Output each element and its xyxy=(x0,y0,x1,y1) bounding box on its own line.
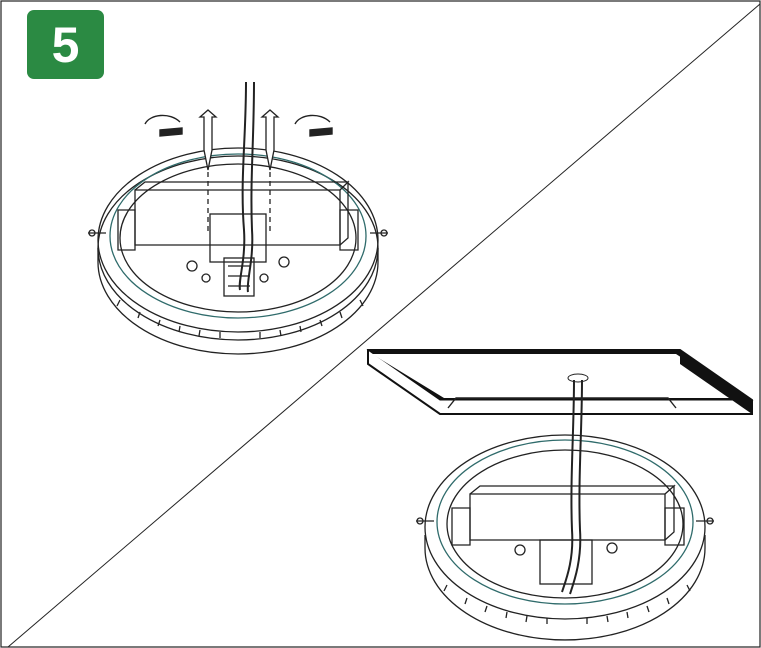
screw-right xyxy=(606,542,618,554)
fixture-side-wall xyxy=(97,248,379,355)
bracket-left xyxy=(117,209,136,251)
rotation-arrow-right xyxy=(294,114,333,137)
driver-box xyxy=(134,189,341,246)
screw-right xyxy=(278,256,290,268)
mounting-bracket xyxy=(447,397,677,409)
screwdriver-left xyxy=(198,109,218,232)
terminal-cover xyxy=(539,539,593,585)
fixture-inner-lip xyxy=(119,163,357,313)
rotate-counterclockwise-icon xyxy=(144,114,181,125)
fixture-top-view xyxy=(88,81,388,355)
power-cable-edge xyxy=(246,81,255,293)
arrow-head-left xyxy=(159,127,183,137)
screwdriver-icon xyxy=(198,109,218,171)
diagonal-divider xyxy=(7,3,761,648)
pin-head-left xyxy=(416,517,424,525)
pin-head-right xyxy=(706,517,714,525)
fixture-side-wall xyxy=(424,535,706,641)
fixture-outer-rim xyxy=(424,434,706,620)
driver-box-top xyxy=(469,484,676,541)
bracket-left xyxy=(451,507,471,546)
power-cable xyxy=(561,379,575,593)
screwdriver-right xyxy=(260,109,280,232)
fixture-inner-lip xyxy=(446,449,684,599)
screw-left xyxy=(514,544,526,556)
ceiling-slab xyxy=(366,349,754,415)
ceiling-hole xyxy=(567,373,589,383)
pin-head-right xyxy=(380,229,388,237)
rotate-counterclockwise-icon xyxy=(294,114,331,125)
bracket-right xyxy=(664,507,685,546)
ceiling-side xyxy=(680,350,752,414)
screwdriver-icon xyxy=(260,109,280,171)
rim-tick-marks xyxy=(443,584,691,624)
pin-head-left xyxy=(88,229,96,237)
terminal-block xyxy=(223,257,255,297)
fixture-inner-ring xyxy=(109,153,367,319)
fixture-inner-ring xyxy=(436,439,694,605)
screw-left xyxy=(186,260,198,272)
bracket-right xyxy=(339,209,359,251)
rim-tick-marks xyxy=(116,299,364,338)
step-number-badge: 5 xyxy=(27,10,104,79)
terminal-cover xyxy=(209,213,267,263)
arrow-head-right xyxy=(309,127,333,137)
driver-box xyxy=(469,493,666,541)
screw-left-lower xyxy=(201,273,211,283)
fixture-ceiling-view xyxy=(416,379,714,641)
power-cable-edge xyxy=(569,379,583,595)
fixture-outer-rim xyxy=(97,147,379,333)
power-cable xyxy=(238,81,247,291)
ceiling-surface-highlight xyxy=(372,354,744,398)
screw-right-lower xyxy=(259,273,269,283)
rotation-arrow-left xyxy=(144,114,183,137)
